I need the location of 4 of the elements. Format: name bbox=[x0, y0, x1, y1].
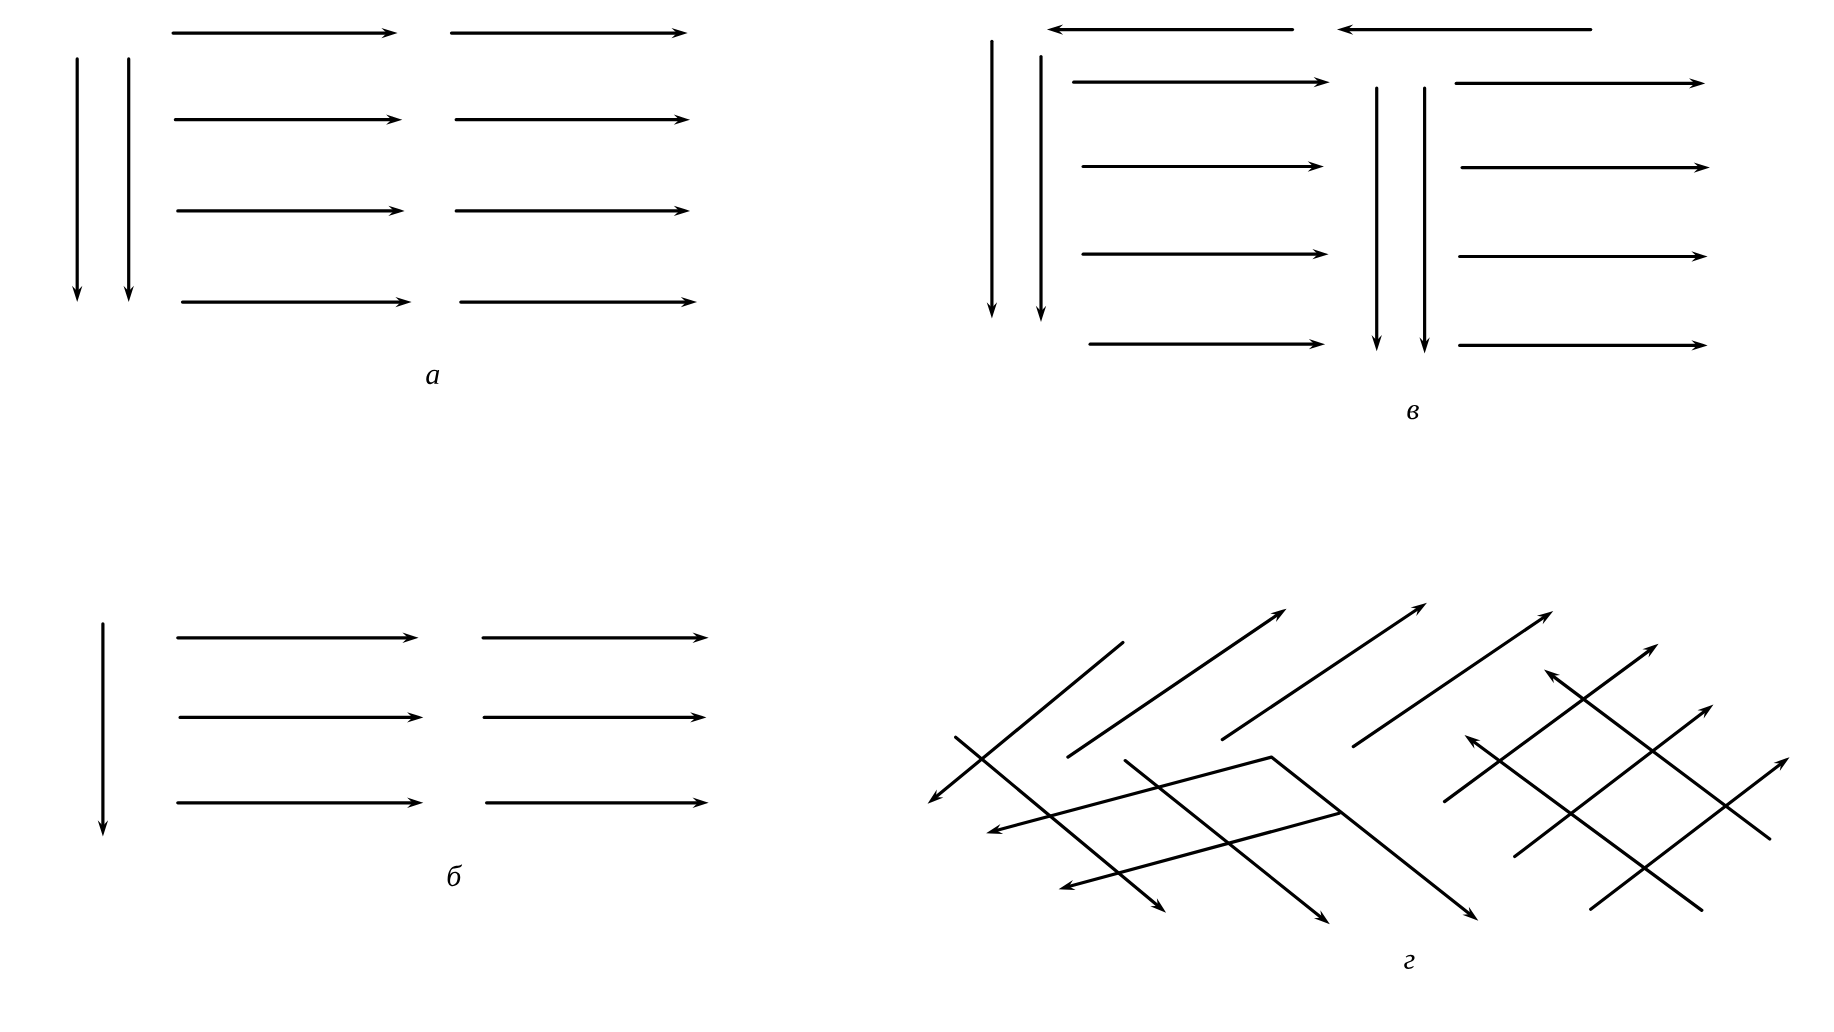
panel-label: г bbox=[1404, 954, 1415, 969]
panel-label: в bbox=[1407, 404, 1419, 420]
panel-label: а bbox=[426, 369, 440, 385]
panel-label: б bbox=[447, 864, 463, 887]
